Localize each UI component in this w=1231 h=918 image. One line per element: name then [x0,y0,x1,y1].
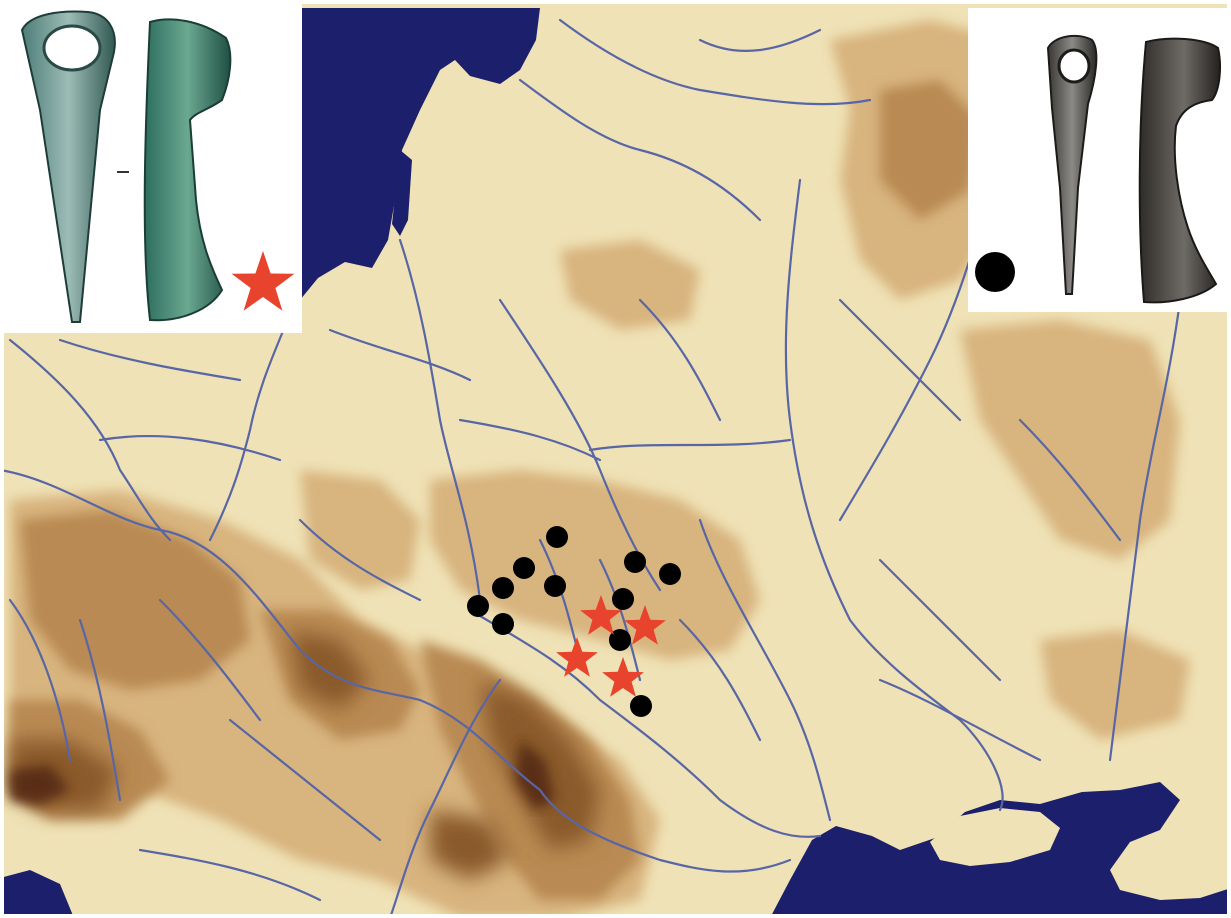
don-river [1108,298,1182,762]
red-star-icon [231,251,295,311]
find-site-dot[interactable] [544,575,566,597]
river-network [0,18,1202,918]
find-site-dot[interactable] [630,695,652,717]
green-axe-top-view [20,10,116,323]
dot-find-sites [467,526,681,717]
dnieper-river [784,178,1004,812]
find-site-dot[interactable] [492,613,514,635]
southern-bug-river [698,518,832,822]
peak-areas [10,740,555,810]
legend-inset-dot [968,8,1231,312]
find-site-star[interactable] [556,637,598,677]
neman-river [518,78,762,222]
star-find-sites [556,595,666,697]
dniester-river [468,608,822,838]
pripyat-river [588,438,792,452]
tisza-river [388,678,502,918]
find-site-star[interactable] [580,595,622,635]
daugava-river [558,18,872,106]
legend-inset-star [0,0,302,333]
find-site-dot[interactable] [612,588,634,610]
find-site-dot[interactable] [546,526,568,548]
find-site-dot[interactable] [513,557,535,579]
baltic-sea [236,8,540,300]
find-site-star[interactable] [602,657,644,697]
dark-axe-side-view [1138,37,1221,304]
adriatic-corner [0,870,74,918]
find-site-dot[interactable] [659,563,681,585]
elbe-river [8,338,172,542]
baltic-coast-lagoon [392,150,412,236]
find-site-dot[interactable] [467,595,489,617]
dark-axe-top-view [1046,34,1098,295]
find-site-dot[interactable] [492,577,514,599]
vistula-river [398,238,482,602]
green-axe-side-view [143,18,232,322]
crimea-peninsula [930,808,1060,866]
find-site-dot[interactable] [624,551,646,573]
black-dot-icon [975,252,1015,292]
find-site-dot[interactable] [609,629,631,651]
find-site-star[interactable] [624,605,666,645]
